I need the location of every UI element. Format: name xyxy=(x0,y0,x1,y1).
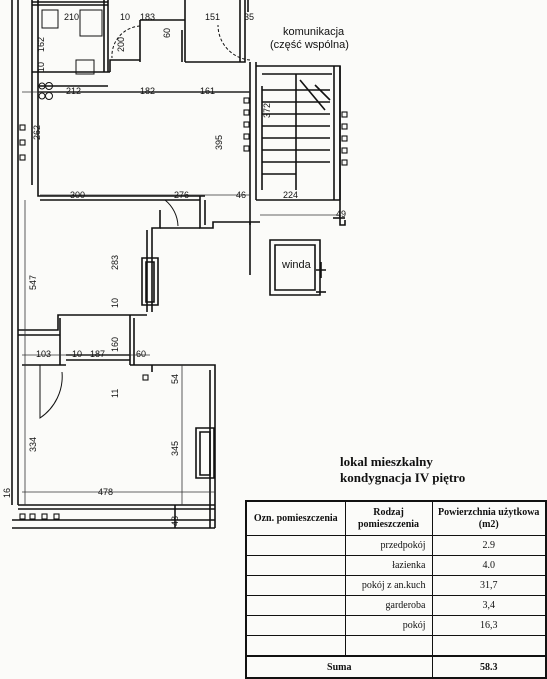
dimension-text: 210 10 183 151 35 200 60 162 10 212 182 … xyxy=(2,12,346,526)
dim-224: 224 xyxy=(283,190,298,200)
dim-10d: 10 xyxy=(72,349,82,359)
header-rodzaj: Rodzaj pomieszczenia xyxy=(344,500,433,536)
dim-10c: 10 xyxy=(110,298,120,308)
dim-160: 160 xyxy=(110,337,120,352)
cell-type: pokój xyxy=(344,615,433,636)
cell-ozn xyxy=(245,535,346,556)
dim-300: 300 xyxy=(70,190,85,200)
table-row: łazienka 4.0 xyxy=(245,555,547,576)
dim-187: 187 xyxy=(90,349,105,359)
bathroom-fixtures xyxy=(38,9,103,100)
dim-372: 372 xyxy=(262,103,272,118)
dim-478: 478 xyxy=(98,487,113,497)
cell-ozn xyxy=(245,635,346,657)
header-powierzchnia: Powierzchnia użytkowa (m2) xyxy=(431,500,547,536)
doors xyxy=(39,24,251,419)
radiators xyxy=(19,97,348,520)
table-row: przedpokój 2.9 xyxy=(245,535,547,556)
cell-area: 2.9 xyxy=(431,535,547,556)
cell-type: garderoba xyxy=(344,595,433,616)
cell-area xyxy=(431,635,547,657)
dim-276: 276 xyxy=(174,190,189,200)
table-row: garderoba 3,4 xyxy=(245,595,547,616)
dim-10a: 10 xyxy=(120,12,130,22)
cell-ozn xyxy=(245,575,346,596)
dim-103: 103 xyxy=(36,349,51,359)
dim-10b: 10 xyxy=(36,62,46,72)
cell-ozn xyxy=(245,595,346,616)
dim-262: 262 xyxy=(32,125,42,140)
heading-line1: lokal mieszkalny xyxy=(340,454,433,469)
sum-value: 58.3 xyxy=(431,655,547,679)
dim-212: 212 xyxy=(66,86,81,96)
dim-547: 547 xyxy=(28,275,38,290)
table-row: pokój z an.kuch 31,7 xyxy=(245,575,547,596)
cell-ozn xyxy=(245,555,346,576)
dim-283: 283 xyxy=(110,255,120,270)
komunikacja-label: komunikacja xyxy=(283,26,345,38)
dim-60b: 60 xyxy=(136,349,146,359)
dim-11: 11 xyxy=(110,389,120,398)
dim-182: 182 xyxy=(140,86,155,96)
dim-345: 345 xyxy=(170,441,180,456)
dimension-lines xyxy=(22,91,340,505)
cell-area: 3,4 xyxy=(431,595,547,616)
heading-line2: kondygnacja IV piętro xyxy=(340,470,466,485)
dim-60a: 60 xyxy=(162,28,172,38)
sum-label: Suma xyxy=(245,655,433,679)
cell-type xyxy=(344,635,433,657)
dim-49: 49 xyxy=(336,209,346,219)
dim-16: 16 xyxy=(2,488,12,498)
table-row: pokój 16,3 xyxy=(245,615,547,636)
dim-48: 48 xyxy=(170,516,180,526)
dim-200: 200 xyxy=(116,37,126,52)
area-table: Ozn. pomieszczenia Rodzaj pomieszczenia … xyxy=(245,500,547,679)
table-row xyxy=(245,635,547,657)
dim-151: 151 xyxy=(205,12,220,22)
czesc-wspolna-label: (część wspólna) xyxy=(270,39,349,51)
dim-161: 161 xyxy=(200,86,215,96)
dim-35: 35 xyxy=(244,12,254,22)
dim-162: 162 xyxy=(36,37,46,52)
cell-area: 31,7 xyxy=(431,575,547,596)
dim-46: 46 xyxy=(236,190,246,200)
dim-395: 395 xyxy=(214,135,224,150)
dim-210: 210 xyxy=(64,12,79,22)
cell-area: 16,3 xyxy=(431,615,547,636)
cell-type: pokój z an.kuch xyxy=(344,575,433,596)
winda-label: winda xyxy=(281,259,312,271)
sum-row: Suma 58.3 xyxy=(245,655,547,679)
table-header-row: Ozn. pomieszczenia Rodzaj pomieszczenia … xyxy=(245,500,547,536)
dim-183: 183 xyxy=(140,12,155,22)
header-ozn: Ozn. pomieszczenia xyxy=(245,500,346,536)
cell-area: 4.0 xyxy=(431,555,547,576)
cell-type: łazienka xyxy=(344,555,433,576)
cell-type: przedpokój xyxy=(344,535,433,556)
dim-334: 334 xyxy=(28,437,38,452)
dim-54: 54 xyxy=(170,374,180,384)
cell-ozn xyxy=(245,615,346,636)
